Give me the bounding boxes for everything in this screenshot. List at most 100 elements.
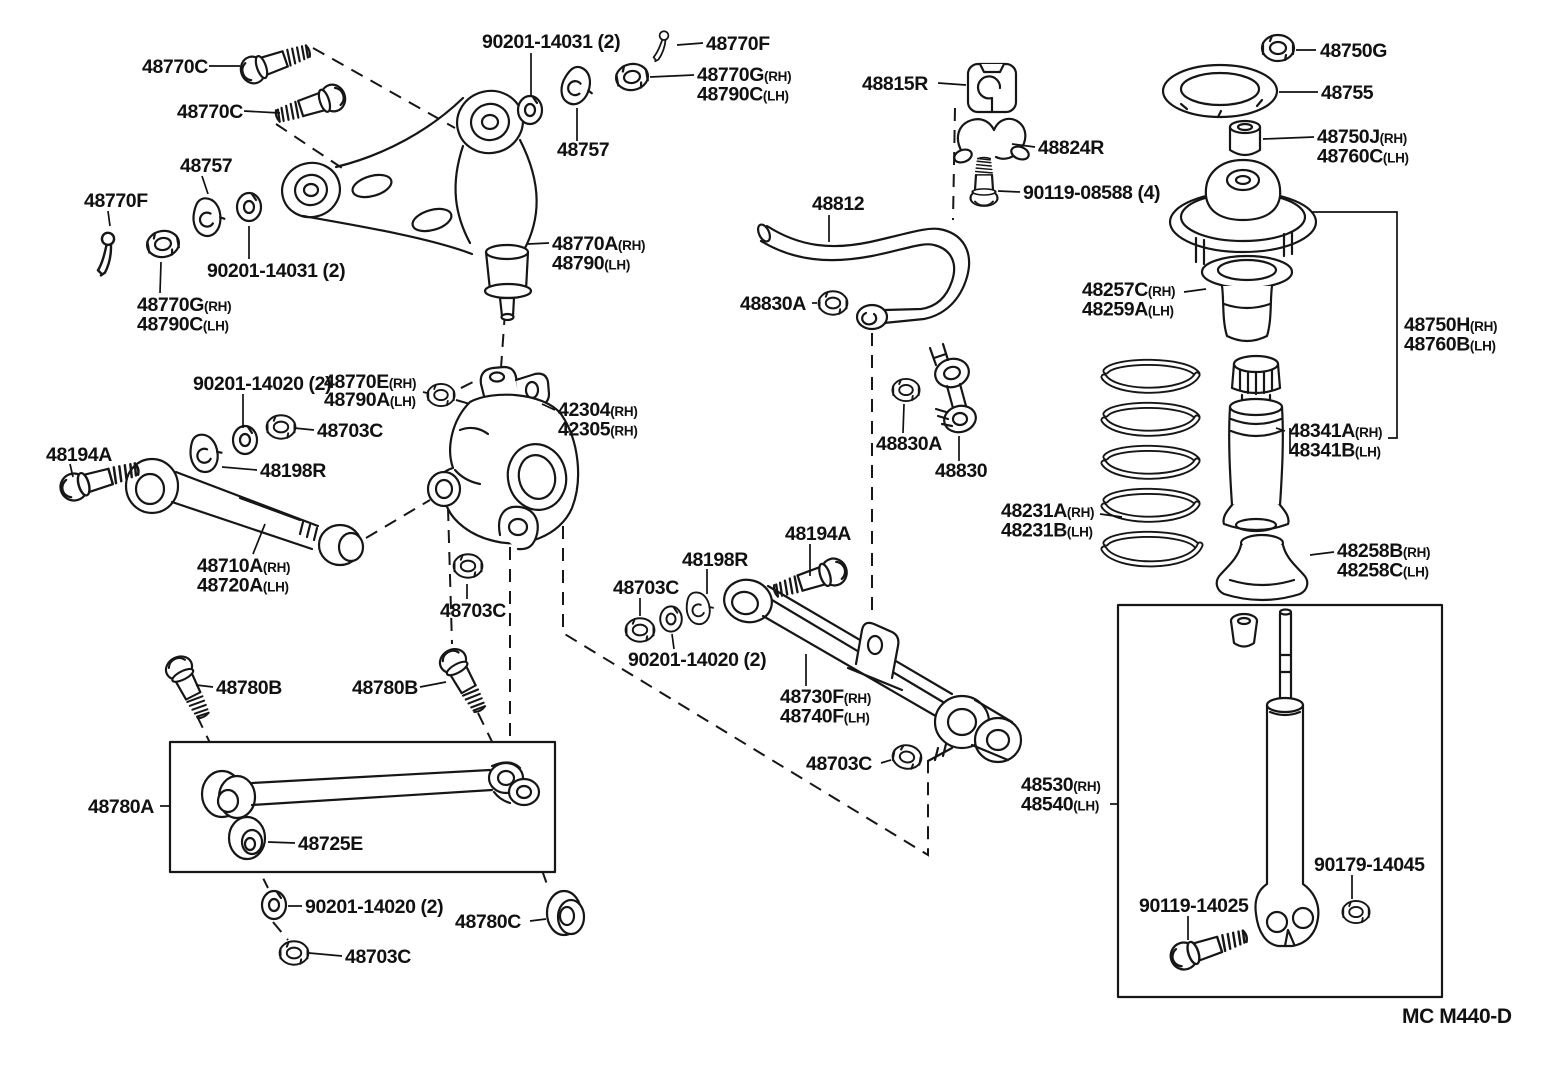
svg-text:48760C(LH): 48760C(LH) [1317,146,1409,168]
part-nut-48770g-1 [612,60,652,94]
part-support-48750h [1168,158,1318,266]
svg-text:48231A(RH): 48231A(RH) [1001,500,1094,522]
svg-text:48757: 48757 [180,155,232,177]
part-label-48824r: 48824R [1011,137,1105,159]
part-plate-48198r-2 [681,587,718,628]
part-nut-48830a-2 [891,378,921,402]
part-label-90179-14045: 90179-14045 [1314,854,1425,899]
svg-text:90119-14025: 90119-14025 [1139,895,1249,917]
svg-text:90201-14020 (2): 90201-14020 (2) [628,649,766,671]
part-label-48194a-left: 48194A [46,444,113,478]
part-stabilizer-link-48830 [928,342,977,434]
part-label-48341a: 48341A(RH)48341B(LH) [1275,420,1383,462]
part-label-48750j: 48750J(RH)48760C(LH) [1262,126,1409,168]
part-label-48258b: 48258B(RH)48258C(LH) [1309,540,1431,582]
part-nut-48770g-2 [143,227,183,261]
svg-text:48750J(RH): 48750J(RH) [1317,126,1407,148]
svg-text:48757: 48757 [557,139,609,161]
part-nut-48703c-4 [889,741,925,773]
part-label-48750h: 48750H(RH)48760B(LH) [1404,314,1498,356]
svg-text:48812: 48812 [812,193,865,215]
part-plate-48198r-1 [184,429,227,477]
svg-text:90201-14020 (2): 90201-14020 (2) [305,896,443,918]
svg-text:42305(RH): 42305(RH) [558,419,638,441]
part-spring-seat-48755 [1161,63,1279,119]
svg-text:48780C: 48780C [455,911,521,933]
svg-text:48790C(LH): 48790C(LH) [137,314,229,336]
svg-text:48540(LH): 48540(LH) [1021,794,1099,816]
part-washer-90201-14031-2 [235,191,263,223]
part-nut-48703c-1 [265,414,297,440]
part-strut-rod [200,761,541,820]
part-label-48770f-top: 48770F [676,33,771,55]
part-label-48198r-arm2: 48198R [682,549,749,594]
part-label-48530: 48530(RH)48540(LH) [1021,774,1118,816]
svg-text:48257C(RH): 48257C(RH) [1082,279,1175,301]
part-label-48815r: 48815R [862,73,967,95]
part-nut-90179-14045 [1341,900,1371,924]
part-label-48750g: 48750G [1296,40,1387,62]
part-plate-48757-1 [557,63,598,109]
svg-text:48259A(LH): 48259A(LH) [1082,299,1174,321]
part-dust-cover-48341 [1222,354,1290,533]
svg-text:48770C: 48770C [177,101,243,123]
svg-text:48790(LH): 48790(LH) [552,253,630,275]
part-label-48830: 48830 [935,436,988,482]
part-bushing-48780c [545,889,586,937]
part-label-90201-14031-top: 90201-14031 (2) [482,31,621,96]
svg-text:48750H(RH): 48750H(RH) [1404,314,1497,336]
part-nut-48750j [1228,119,1262,157]
svg-text:48770F: 48770F [706,33,770,55]
svg-text:48750G: 48750G [1320,40,1387,62]
svg-text:48341B(LH): 48341B(LH) [1289,440,1381,462]
svg-text:48258B(RH): 48258B(RH) [1337,540,1430,562]
svg-text:48755: 48755 [1321,82,1374,104]
svg-text:48770F: 48770F [84,190,148,212]
svg-text:48830: 48830 [935,460,988,482]
svg-text:48703C: 48703C [317,420,383,442]
part-washer-90201-14020-1 [231,424,259,456]
part-label-48703c-arm2a: 48703C [613,577,680,616]
part-label-48780a: 48780A [88,796,170,818]
part-bolt-48770c-2 [271,80,350,131]
svg-text:48703C: 48703C [440,600,506,622]
svg-text:48790C(LH): 48790C(LH) [697,84,789,106]
part-label-diagram-code: MC M440-D [1402,1005,1512,1028]
part-label-48830a-2: 48830A [876,403,943,455]
svg-text:48198R: 48198R [682,549,748,571]
svg-text:48830A: 48830A [876,433,942,455]
svg-text:48740F(LH): 48740F(LH) [780,706,870,728]
svg-text:48770C: 48770C [142,56,208,78]
svg-text:48703C: 48703C [613,577,679,599]
svg-text:48720A(LH): 48720A(LH) [197,575,289,597]
svg-text:48770G(RH): 48770G(RH) [137,294,231,316]
part-nut-48703c-3 [624,617,656,643]
part-bolt-48780b-1 [160,650,217,724]
svg-text:48780B: 48780B [352,677,418,699]
part-label-48231a: 48231A(RH)48231B(LH) [1001,500,1123,542]
svg-text:48341A(RH): 48341A(RH) [1289,420,1382,442]
svg-text:90201-14031 (2): 90201-14031 (2) [207,260,345,282]
part-label-90201-14031-left: 90201-14031 (2) [207,226,346,282]
part-bolt-48780b-2 [434,643,494,719]
svg-text:48770A(RH): 48770A(RH) [552,233,645,255]
part-stabilizer-bushing-48815r [966,62,1018,114]
part-label-48703c-mid: 48703C [293,420,384,442]
part-label-48194a-arm2: 48194A [785,523,852,576]
part-label-42304: 42304(RH)42305(RH) [541,399,638,441]
part-label-48770a: 48770A(RH)48790(LH) [527,233,646,275]
part-clip-48770f-2 [91,230,121,277]
svg-text:48824R: 48824R [1038,137,1104,159]
part-nut-48703c-2 [452,553,484,579]
svg-text:48198R: 48198R [260,460,326,482]
svg-text:48730F(RH): 48730F(RH) [780,686,871,708]
svg-text:48258C(LH): 48258C(LH) [1337,560,1429,582]
part-labels-layer: 48770C 48770C 90201-14031 (2) 48770F 48770G(… [46,31,1512,1028]
part-label-48710a: 48710A(RH)48720A(LH) [197,523,291,597]
part-nut-48770e [426,383,456,407]
part-bushing-48725e [227,815,267,861]
part-label-48770g-top: 48770G(RH)48790C(LH) [649,64,792,106]
part-label-48198r-mid: 48198R [221,460,327,482]
